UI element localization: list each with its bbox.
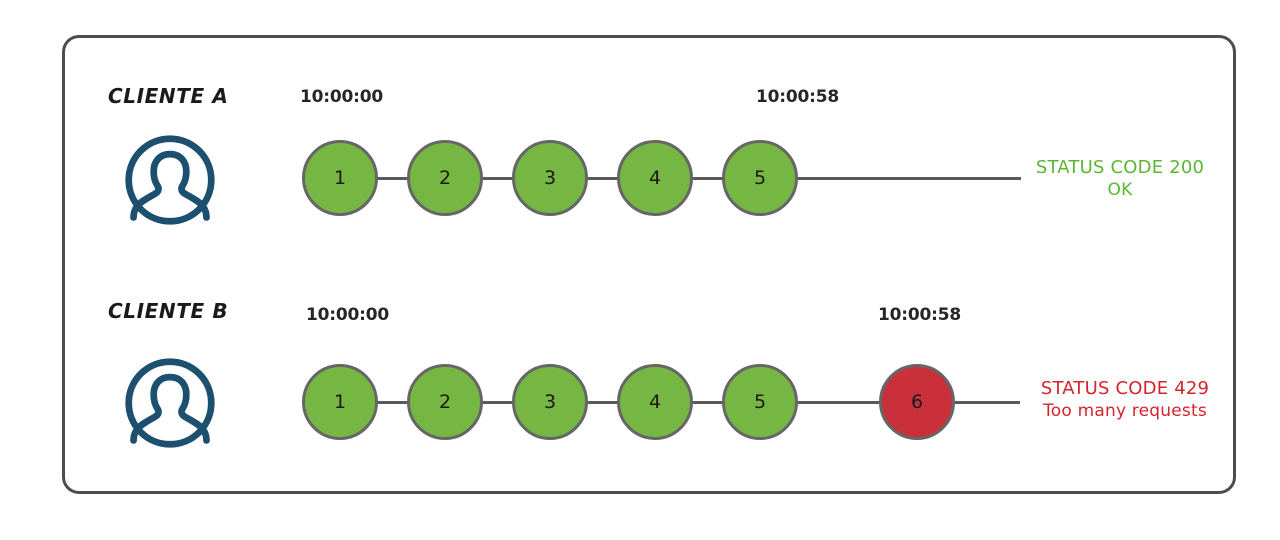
status-text-a: OK: [1107, 179, 1133, 200]
request-node[interactable]: 5: [722, 364, 798, 440]
connector-a-3: [586, 177, 622, 180]
request-node[interactable]: 1: [302, 364, 378, 440]
connector-b-3: [586, 401, 622, 404]
connector-b-5: [796, 401, 882, 404]
request-node[interactable]: 4: [617, 140, 693, 216]
request-node[interactable]: 4: [617, 364, 693, 440]
connector-a-2: [481, 177, 517, 180]
status-badge-b: STATUS CODE 429 Too many requests: [1020, 378, 1230, 422]
request-node[interactable]: 2: [407, 364, 483, 440]
request-node[interactable]: 5: [722, 140, 798, 216]
user-avatar-icon: [122, 355, 218, 451]
client-label-a: CLIENTE A: [108, 84, 229, 108]
connector-b-2: [481, 401, 517, 404]
connector-b-1: [376, 401, 412, 404]
timestamp-start-a: 10:00:00: [300, 87, 383, 107]
timestamp-start-b: 10:00:00: [306, 305, 389, 325]
connector-b-4: [691, 401, 727, 404]
timestamp-end-a: 10:00:58: [756, 87, 839, 107]
user-avatar-icon: [122, 132, 218, 228]
request-node[interactable]: 1: [302, 140, 378, 216]
status-badge-a: STATUS CODE 200 OK: [1020, 157, 1220, 201]
client-label-b: CLIENTE B: [108, 299, 229, 323]
timestamp-end-b: 10:00:58: [878, 305, 961, 325]
request-node[interactable]: 3: [512, 364, 588, 440]
status-text-b: Too many requests: [1043, 400, 1207, 421]
status-code-b: STATUS CODE 429: [1040, 378, 1210, 399]
connector-a-1: [376, 177, 412, 180]
status-code-a: STATUS CODE 200: [1035, 157, 1205, 178]
connector-b-tail: [955, 401, 1020, 404]
request-node-blocked[interactable]: 6: [879, 364, 955, 440]
connector-a-tail: [796, 177, 1021, 180]
connector-a-4: [691, 177, 727, 180]
request-node[interactable]: 2: [407, 140, 483, 216]
request-node[interactable]: 3: [512, 140, 588, 216]
